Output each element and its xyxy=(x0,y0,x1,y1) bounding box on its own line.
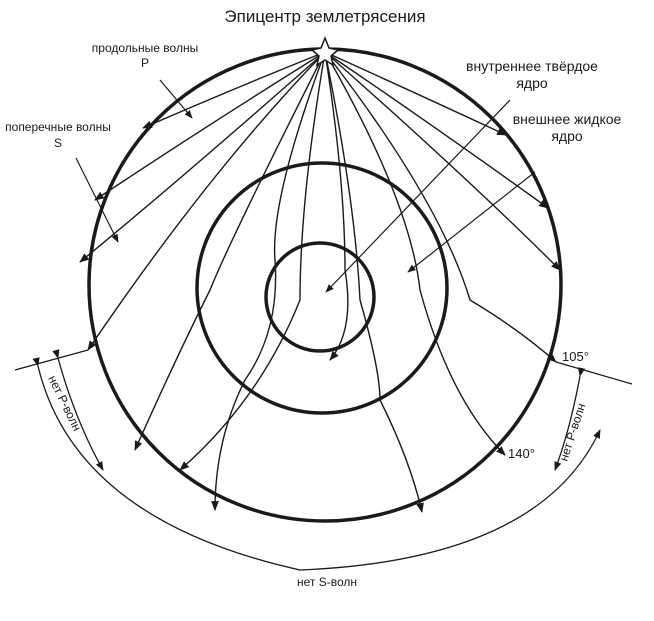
ray-right-1 xyxy=(324,51,507,136)
epicenter-star-icon xyxy=(310,35,340,67)
ray-right-6 xyxy=(324,51,424,513)
outer-core-circle xyxy=(195,161,449,415)
p-waves-label-2: P xyxy=(141,56,149,70)
s-wave-pointer xyxy=(75,157,119,243)
ray-right-3 xyxy=(324,51,561,271)
ray-right-7 xyxy=(324,51,349,361)
ray-left-2 xyxy=(94,51,326,201)
inner-core-circle xyxy=(264,241,376,353)
ray-left-4 xyxy=(87,51,326,351)
diagram-title: Эпицентр землетрясения xyxy=(224,7,425,26)
no-s-label: нет S-волн xyxy=(297,575,357,589)
angle-140-label: 140° xyxy=(508,446,535,461)
inner-core-pointer xyxy=(325,99,511,293)
s-waves-label-2: S xyxy=(54,136,62,150)
outer-core-pointer xyxy=(407,171,536,273)
ray-right-4 xyxy=(324,51,557,363)
wave-rays xyxy=(79,51,561,513)
outer-core-label-2: ядро xyxy=(551,128,583,144)
p-waves-label-1: продольные волны xyxy=(92,41,198,55)
ray-left-1 xyxy=(142,51,326,129)
no-p-right-arc xyxy=(554,367,586,471)
outer-core-label-1: внешнее жидкое xyxy=(513,111,622,127)
no-p-right-label: нет P-волн xyxy=(557,402,589,463)
inner-core-label-2: ядро xyxy=(516,75,548,91)
p-wave-pointer xyxy=(159,79,193,119)
s-waves-label-1: поперечные волны xyxy=(5,120,111,134)
label-pointers xyxy=(75,79,536,293)
ray-left-3 xyxy=(79,51,326,263)
ray-right-2 xyxy=(324,51,549,209)
shadow-zone-arcs xyxy=(32,349,601,571)
inner-core-label-1: внутреннее твёрдое xyxy=(466,58,598,74)
no-s-arc xyxy=(32,357,601,571)
angle-105-label: 105° xyxy=(562,349,589,364)
